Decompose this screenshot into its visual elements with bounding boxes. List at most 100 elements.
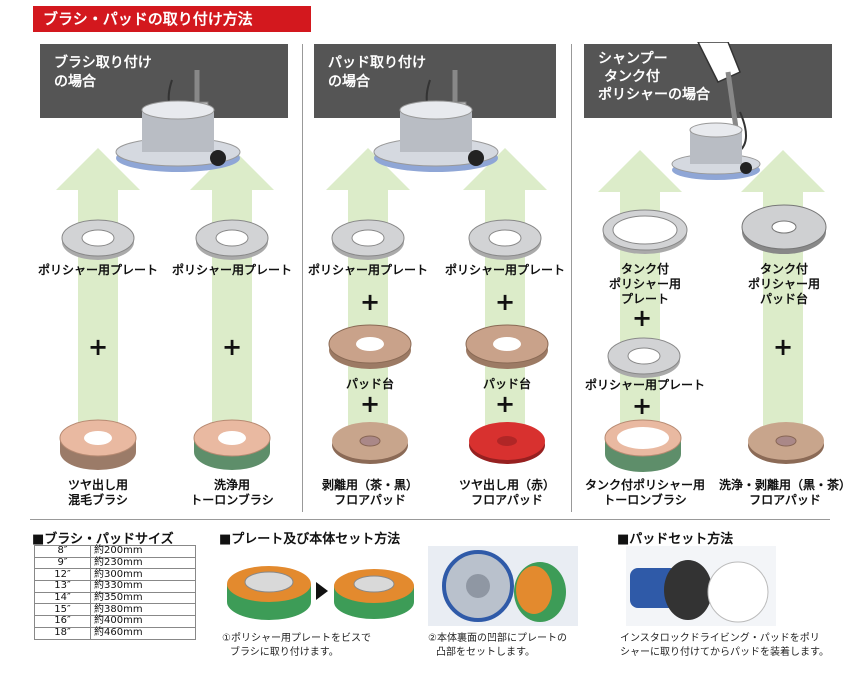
label-line: ポリシャー用 <box>747 277 820 291</box>
plate-label: ポリシャー用プレート <box>585 378 706 392</box>
size-mm: 約330mm <box>90 580 196 593</box>
plate-label: ポリシャー用プレート <box>308 263 429 277</box>
tank-pad-base-label: タンク付 ポリシャー用 パッド台 <box>724 262 844 307</box>
size-mm: 約380mm <box>90 603 196 617</box>
green-up-arrow <box>56 148 140 440</box>
tsuya-red-pad-icon <box>469 422 545 464</box>
tank-pad-base-icon <box>741 204 827 254</box>
machine-underside-photo <box>428 546 578 626</box>
senjo-hakuri-pad-label: 洗浄・剥離用（黒・茶） フロアパッド <box>718 478 852 508</box>
label-line: ツヤ出し用 <box>67 478 128 492</box>
label-line: パッド台 <box>759 292 808 306</box>
hakuri-pad-label: 剥離用（茶・黒） フロアパッド <box>308 478 432 508</box>
caption-line: ①ポリシャー用プレートをビスで <box>222 633 371 644</box>
size-row: 16″約400mm <box>34 615 196 628</box>
plate-label: ポリシャー用プレート <box>172 263 293 277</box>
label-line: 剥離用（茶・黒） <box>321 478 418 492</box>
size-row: 12″約300mm <box>34 568 196 582</box>
tank-plate-label: タンク付 ポリシャー用 プレート <box>585 262 705 307</box>
hakuri-pad-icon <box>332 422 408 464</box>
size-row: 14″約350mm <box>34 591 196 605</box>
pad-base-label: パッド台 <box>482 377 531 391</box>
caption-line: ブラシに取り付けます。 <box>230 647 339 658</box>
caption-line: インスタロックドライビング・パッドをポリ <box>620 633 820 644</box>
size-inch: 15″ <box>34 603 91 617</box>
pad-set-photo <box>626 546 776 626</box>
tank-brush-icon <box>604 419 682 472</box>
polisher-plate-icon <box>61 219 135 260</box>
polisher-machine-icon <box>373 70 499 172</box>
label-line: プレート <box>620 292 669 306</box>
plus-sign: + <box>631 392 653 420</box>
page-title: ブラシ・パッドの取り付け方法 <box>33 6 311 32</box>
green-up-arrow <box>741 150 825 440</box>
label-line: ポリシャー用 <box>608 277 681 291</box>
header-line: タンク付 <box>604 69 660 85</box>
tank-polisher-machine-icon <box>671 42 761 180</box>
column-divider <box>302 44 303 512</box>
size-row: 9″約230mm <box>34 556 196 570</box>
plus-sign: + <box>359 390 381 418</box>
caption-line: ②本体裏面の凹部にプレートの <box>428 633 567 644</box>
label-line: タンク付 <box>759 262 808 276</box>
label-line: フロアパッド <box>334 493 406 507</box>
green-up-arrow <box>463 148 547 440</box>
polisher-plate-icon <box>195 219 269 260</box>
pad-base-icon <box>465 324 549 369</box>
label-line: 混毛ブラシ <box>68 493 128 507</box>
label-line: 洗浄用 <box>213 478 250 492</box>
label-line: フロアパッド <box>749 493 821 507</box>
column-divider <box>571 44 572 512</box>
caption-line: シャーに取り付けてからパッドを装着します。 <box>620 647 829 658</box>
step1-caption: ①ポリシャー用プレートをビスで ブラシに取り付けます。 <box>222 632 371 660</box>
tsuya-brush-label: ツヤ出し用 混毛ブラシ <box>38 478 158 508</box>
size-inch: 8″ <box>34 545 91 558</box>
size-row: 13″約330mm <box>34 580 196 593</box>
label-line: タンク付ポリシャー用 <box>584 478 705 492</box>
header-line: シャンプー <box>598 51 668 67</box>
step2-caption: ②本体裏面の凹部にプレートの 凸部をセットします。 <box>428 632 567 660</box>
label-line: トーロンブラシ <box>190 493 274 507</box>
size-mm: 約400mm <box>90 615 196 628</box>
tsuya-brush-icon <box>59 419 137 470</box>
polisher-plate-icon <box>468 219 542 260</box>
header-line: の場合 <box>328 74 370 90</box>
polisher-machine-icon <box>115 70 241 172</box>
pad-base-label: パッド台 <box>345 377 394 391</box>
size-mm: 約230mm <box>90 556 196 570</box>
brush-with-plate-photo <box>227 566 311 620</box>
tank-plate-icon <box>602 209 688 254</box>
size-row: 15″約380mm <box>34 603 196 617</box>
size-inch: 12″ <box>34 568 91 582</box>
size-mm: 約200mm <box>90 545 196 558</box>
size-inch: 9″ <box>34 556 91 570</box>
plus-sign: + <box>359 288 381 316</box>
size-inch: 18″ <box>34 626 91 640</box>
section-divider <box>30 519 830 520</box>
plate-label: ポリシャー用プレート <box>445 263 566 277</box>
plus-sign: + <box>772 333 794 361</box>
green-up-arrow <box>190 148 274 440</box>
arrow-shapes <box>56 148 825 440</box>
size-row: 8″約200mm <box>34 545 196 558</box>
label-line: ツヤ出し用（赤） <box>458 478 555 492</box>
senjo-hakuri-pad-icon <box>748 422 824 464</box>
size-inch: 16″ <box>34 615 91 628</box>
plate-label: ポリシャー用プレート <box>38 263 159 277</box>
header-line: の場合 <box>54 74 96 90</box>
senjo-brush-label: 洗浄用 トーロンブラシ <box>172 478 292 508</box>
caption-line: 凸部をセットします。 <box>436 647 535 658</box>
size-inch: 14″ <box>34 591 91 605</box>
senjo-brush-icon <box>193 419 271 470</box>
plus-sign: + <box>494 390 516 418</box>
tsuya-pad-label: ツヤ出し用（赤） フロアパッド <box>445 478 569 508</box>
arrows-layer <box>56 148 825 440</box>
size-inch: 13″ <box>34 580 91 593</box>
label-line: フロアパッド <box>471 493 543 507</box>
label-line: 洗浄・剥離用（黒・茶） <box>718 478 851 492</box>
header-line: ポリシャーの場合 <box>598 87 710 103</box>
polisher-plate-icon <box>607 337 681 378</box>
header-line: パッド取り付け <box>328 55 426 71</box>
size-mm: 約460mm <box>90 626 196 640</box>
